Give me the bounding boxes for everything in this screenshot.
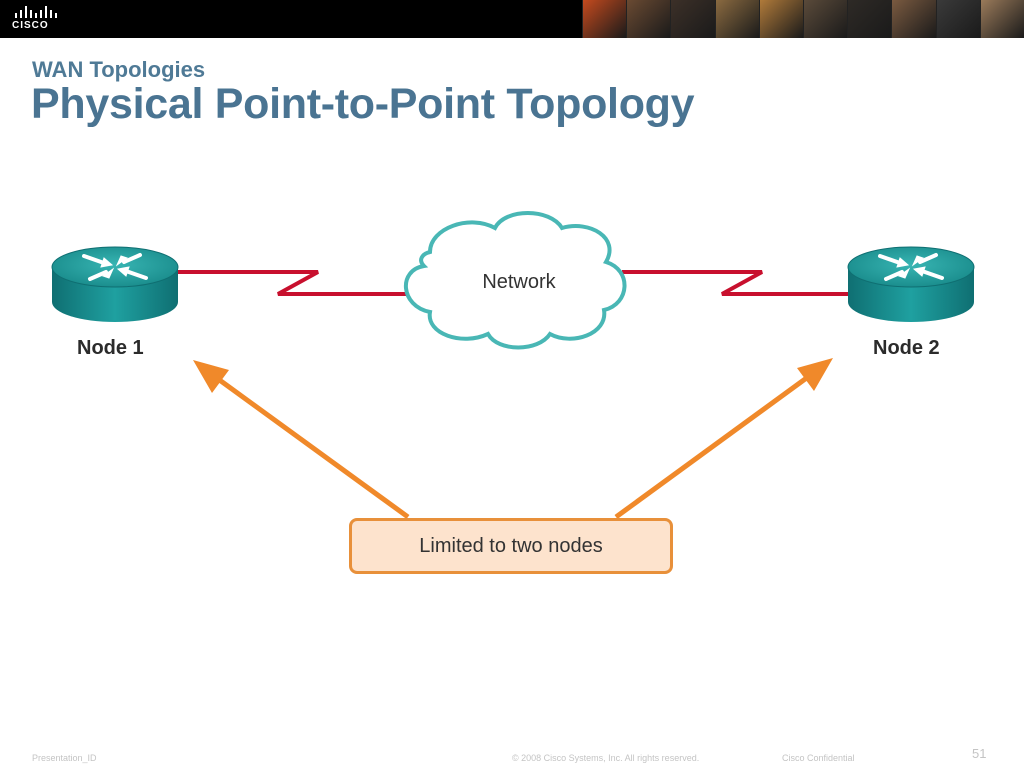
header-photo	[979, 0, 1024, 38]
logo-text: CISCO	[12, 20, 49, 31]
network-label: Network	[482, 271, 556, 293]
serial-link-left	[176, 270, 412, 296]
cisco-logo: CISCO	[12, 5, 62, 33]
header-photo	[803, 0, 848, 38]
arrow-to-node1	[193, 360, 410, 520]
footer-presentation-id: Presentation_ID	[32, 753, 97, 763]
arrow-to-node2	[614, 358, 833, 520]
header-photo	[891, 0, 936, 38]
router-node2-icon	[847, 246, 975, 322]
header-photo	[670, 0, 715, 38]
network-cloud	[404, 211, 627, 350]
header-photo	[582, 0, 627, 38]
callout-box: Limited to two nodes	[349, 518, 673, 574]
node2-label: Node 2	[873, 337, 940, 359]
header-photo	[758, 0, 804, 38]
callout-text: Limited to two nodes	[419, 534, 603, 557]
slide-subtitle: WAN Topologies	[32, 57, 206, 82]
cisco-bridge-icon	[15, 6, 57, 18]
header-photo	[935, 0, 980, 38]
header-photo	[847, 0, 892, 38]
router-node1-icon	[51, 246, 179, 322]
node1-label: Node 1	[77, 337, 144, 359]
slide-title: Physical Point-to-Point Topology	[31, 80, 695, 128]
footer-confidential: Cisco Confidential	[782, 753, 855, 763]
header-photo	[714, 0, 759, 38]
header-bar: CISCO	[0, 0, 1024, 38]
photo-strip	[582, 0, 1024, 38]
header-photo	[626, 0, 671, 38]
serial-link-right	[622, 270, 850, 296]
footer-copyright: © 2008 Cisco Systems, Inc. All rights re…	[512, 753, 700, 763]
page-number: 51	[972, 746, 987, 761]
